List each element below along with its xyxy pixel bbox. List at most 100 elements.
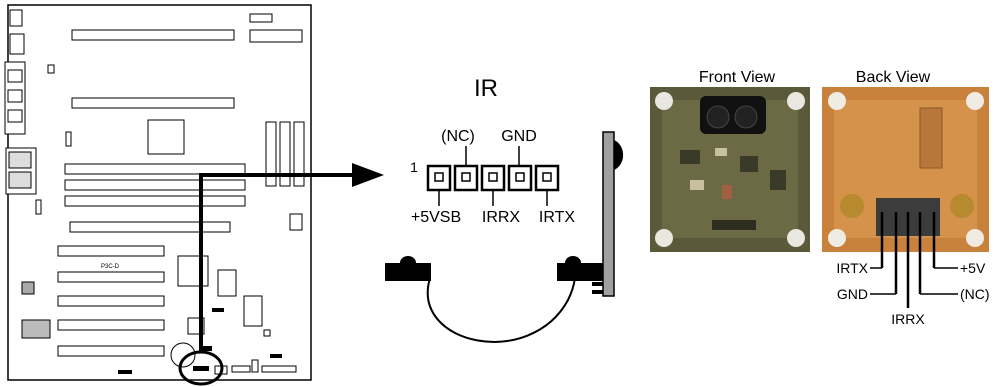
- connector-title: IR: [474, 75, 498, 102]
- ir-transceiver-lens: [706, 105, 730, 129]
- header: [261, 365, 297, 373]
- top-label-nc: (NC): [441, 128, 475, 145]
- cpu-socket: [147, 119, 185, 155]
- pin-5: [542, 172, 552, 182]
- solder-pad: [840, 194, 864, 218]
- rear-port: [9, 9, 23, 27]
- header: [118, 370, 132, 374]
- back-view: Back View IRTX GND IRRX (NC) +5V: [822, 69, 990, 327]
- solder-pad: [950, 194, 974, 218]
- bracket-pin: [592, 290, 603, 294]
- pin-2: [461, 172, 471, 182]
- motherboard-model-label: P3C-D: [101, 264, 120, 270]
- top-label-gnd: GND: [501, 128, 537, 145]
- rear-port-detail: [7, 109, 23, 123]
- top-slot-connector: [249, 29, 303, 43]
- rear-port: [9, 33, 25, 55]
- bottom-label-5vsb: +5VSB: [411, 209, 461, 226]
- top-slot: [71, 97, 235, 109]
- memory-slot: [265, 121, 277, 187]
- battery: [170, 342, 196, 368]
- top-slot: [71, 29, 235, 41]
- mounting-hole: [655, 92, 673, 110]
- pci-slot: [57, 295, 165, 307]
- bottom-label-irtx: IRTX: [539, 209, 575, 226]
- mounting-hole: [828, 229, 846, 247]
- top-slot-connector: [249, 13, 273, 23]
- small-component: [47, 64, 55, 74]
- chipset: [217, 269, 237, 297]
- small-component: [65, 131, 72, 147]
- small-component: [289, 213, 303, 231]
- front-view: Front View: [650, 69, 810, 252]
- back-label-irrx: IRRX: [891, 311, 925, 327]
- chipset: [243, 295, 263, 327]
- mounting-hole: [966, 92, 984, 110]
- pci-slot: [57, 319, 165, 331]
- back-label-plus5v: +5V: [960, 260, 986, 276]
- ir-bracket: [602, 131, 615, 297]
- rear-port-detail: [7, 89, 23, 103]
- header: [251, 359, 259, 373]
- small-component: [200, 346, 212, 351]
- gray-component: [21, 319, 51, 339]
- mounting-hole: [787, 92, 805, 110]
- pcb-pin-row: [712, 220, 756, 230]
- smd-component: [715, 148, 727, 156]
- pointer-arrow-head: [352, 163, 384, 187]
- pin-3: [488, 172, 498, 182]
- mounting-hole: [966, 229, 984, 247]
- rear-port-detail: [8, 171, 32, 189]
- bracket-pin: [592, 282, 603, 286]
- pin1-marker: 1: [410, 159, 418, 175]
- ir-transceiver-lens: [734, 105, 758, 129]
- rear-port-detail: [7, 69, 23, 83]
- front-view-caption: Front View: [699, 69, 776, 86]
- pci-slot: [57, 245, 165, 257]
- smd-component: [770, 170, 786, 190]
- back-label-nc: (NC): [960, 286, 990, 302]
- cable-plug-right: [557, 263, 603, 281]
- cable-plug-left-cap: [400, 256, 416, 263]
- pin-4: [515, 172, 525, 182]
- back-label-gnd: GND: [837, 286, 868, 302]
- expansion-slot: [69, 221, 231, 233]
- small-component: [263, 329, 271, 337]
- pci-slot: [57, 271, 165, 283]
- memory-slot: [293, 121, 305, 187]
- ir-lens: [614, 140, 624, 170]
- header: [270, 354, 282, 358]
- back-label-irtx: IRTX: [836, 260, 868, 276]
- small-component: [212, 308, 224, 312]
- cable-plug-left: [385, 263, 431, 281]
- pci-slot: [57, 345, 165, 357]
- mounting-hole: [828, 92, 846, 110]
- mounting-hole: [787, 229, 805, 247]
- pointer-arrow-line: [199, 173, 355, 352]
- memory-slot: [279, 121, 291, 187]
- ir-cable: [426, 277, 576, 343]
- cable-plug-right-cap: [565, 256, 581, 263]
- ir-header-on-board: [193, 366, 209, 371]
- expansion-slot: [64, 163, 246, 175]
- header: [231, 365, 251, 373]
- chipset: [177, 255, 209, 287]
- rear-port-detail: [8, 151, 32, 169]
- pin-1: [434, 172, 444, 182]
- ir-connector-pinout: IR (NC) GND 1 +5VSB IRRX IRTX: [410, 75, 575, 226]
- smd-component: [690, 180, 704, 190]
- small-component: [35, 199, 42, 215]
- ir-module-side-view: [385, 131, 624, 343]
- smd-component: [680, 150, 700, 164]
- gray-component: [21, 281, 35, 295]
- bottom-label-irrx: IRRX: [482, 209, 521, 226]
- smd-pad-row: [919, 107, 943, 169]
- expansion-slot: [64, 195, 246, 207]
- expansion-slot: [64, 179, 246, 191]
- smd-component: [722, 185, 732, 199]
- smd-component: [740, 156, 758, 172]
- back-view-caption: Back View: [856, 69, 931, 86]
- mounting-hole: [655, 229, 673, 247]
- motherboard-layout: P3C-D: [4, 4, 384, 386]
